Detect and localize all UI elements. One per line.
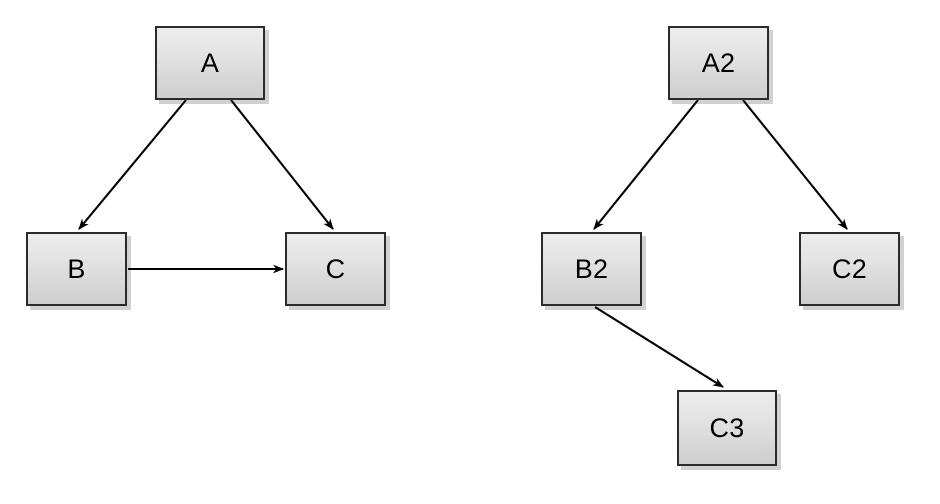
edge-a-to-c	[230, 99, 334, 230]
node-c[interactable]: C	[285, 232, 386, 306]
node-label-b2: B2	[574, 253, 609, 284]
node-c2[interactable]: C2	[799, 232, 900, 306]
node-label-c3: C3	[709, 412, 745, 443]
node-label-c: C	[325, 253, 346, 284]
node-label-b: B	[67, 253, 86, 284]
node-c3[interactable]: C3	[677, 390, 777, 466]
node-label-c2: C2	[832, 253, 867, 284]
node-b[interactable]: B	[26, 232, 127, 306]
node-label-a2: A2	[701, 47, 736, 78]
edge-a2-to-b2	[593, 99, 699, 230]
edge-b2-to-c3	[594, 306, 724, 388]
edge-a-to-b	[78, 99, 187, 230]
node-label-a: A	[200, 47, 220, 78]
node-b2[interactable]: B2	[541, 232, 642, 306]
edges-group	[78, 99, 848, 388]
node-a[interactable]: A	[155, 26, 265, 100]
node-a2[interactable]: A2	[668, 26, 769, 100]
edge-a2-to-c2	[742, 99, 848, 230]
